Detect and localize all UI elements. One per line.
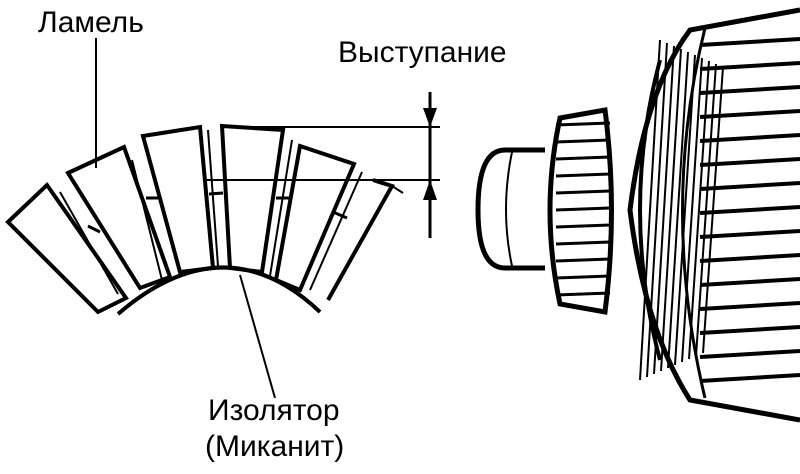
- rotor-winding-line: [699, 157, 800, 167]
- armature-illustration: [475, 7, 800, 423]
- rotor-winding-line: [699, 373, 800, 383]
- rotor-slot: [674, 54, 696, 366]
- rotor-slot: [639, 39, 661, 381]
- rotor-winding-line: [699, 181, 800, 191]
- protrusion-dimension: [205, 92, 440, 238]
- commutator-bar: [555, 138, 611, 144]
- rotor-winding-line: [699, 325, 800, 335]
- rotor-slot: [660, 48, 682, 372]
- commutator-bar: [555, 189, 611, 195]
- rotor-winding-line: [699, 109, 800, 119]
- insulator-leader-line: [239, 274, 276, 399]
- rotor-winding-line: [699, 61, 800, 71]
- commutator-bar: [555, 291, 611, 297]
- mica-insulators: [59, 129, 363, 295]
- insulator-label-line1: Изолятор: [208, 394, 340, 427]
- rotor-slot: [688, 60, 710, 360]
- commutator-hub-arc: [116, 265, 322, 316]
- commutator-bar: [555, 274, 611, 280]
- rotor-winding-line: [699, 205, 800, 215]
- rotor-winding-line: [699, 133, 800, 143]
- commutator-bar: [555, 172, 611, 178]
- insulator-label-line2: (Миканит): [205, 430, 344, 463]
- armature-shaft: [475, 147, 545, 271]
- rotor-winding-line: [699, 85, 800, 95]
- lamel-label: Ламель: [38, 6, 144, 39]
- rotor-winding-line: [699, 37, 800, 47]
- lamel-segment-1: [5, 181, 129, 315]
- commutator-segments: [5, 123, 395, 315]
- armature-commutator-barrel: [547, 107, 614, 315]
- rotor-winding-line: [699, 349, 800, 359]
- rotor-slot: [653, 45, 675, 375]
- commutator-bar: [555, 155, 611, 161]
- commutator-bar: [555, 240, 611, 246]
- lamel-segment-2: [65, 144, 173, 291]
- commutator-bar: [555, 223, 611, 229]
- lamel-segment-4: [219, 123, 286, 275]
- rotor-winding-line: [699, 277, 800, 287]
- commutator-bar: [555, 206, 611, 212]
- rotor-winding-line: [699, 229, 800, 239]
- commutator-bar: [555, 257, 611, 263]
- rotor-slot: [667, 51, 689, 369]
- commutator-bar: [555, 121, 611, 127]
- rotor-slot: [681, 57, 703, 363]
- rotor-winding-line: [699, 253, 800, 263]
- rotor-slot: [646, 42, 668, 378]
- commutator-bars: [555, 121, 611, 297]
- rotor-winding-line: [699, 301, 800, 311]
- lamel-segment-5: [273, 143, 357, 293]
- rotor-slot: [695, 63, 717, 357]
- protrusion-label: Выступание: [338, 36, 507, 69]
- rotor-winding-lines: [699, 37, 800, 383]
